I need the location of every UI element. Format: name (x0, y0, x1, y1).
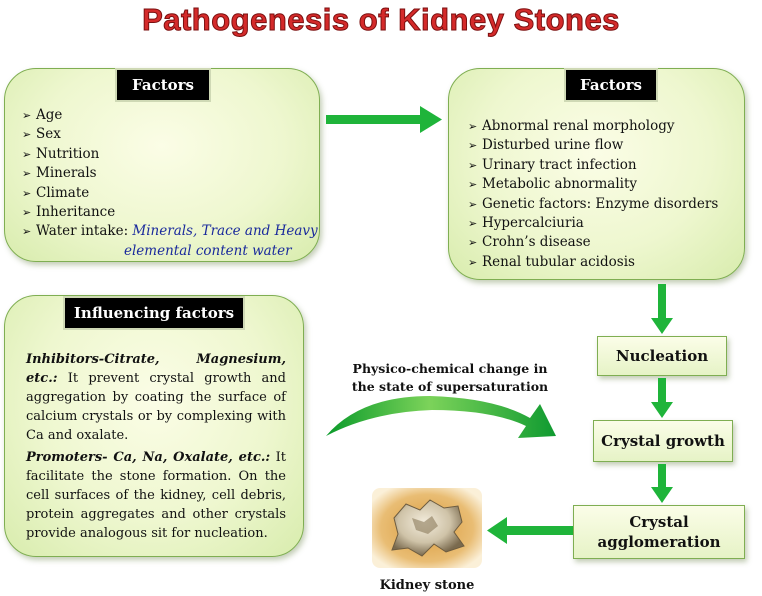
inhibitors-title: Inhibitors-Citrate, Magnesium, etc.: (26, 352, 286, 386)
inhibitors-text: It prevent crystal growth and aggregatio… (26, 371, 286, 443)
bullet-arrow-icon: ➢ (22, 186, 32, 200)
left-factor-item: ➢ Inheritance (22, 203, 318, 222)
left-factor-item: ➢ Climate (22, 184, 318, 203)
right-factor-item: ➢ Renal tubular acidosis (468, 253, 718, 272)
agglomeration-label-line2: agglomeration (597, 533, 721, 551)
left-factors-box (4, 68, 320, 262)
bullet-arrow-icon: ➢ (468, 178, 478, 192)
physico-chemical-line1: Physico-chemical change in (352, 361, 548, 376)
nucleation-box: Nucleation (597, 336, 727, 376)
arrow-agglomeration-to-stone (487, 517, 573, 544)
left-factor-item: ➢ Age (22, 106, 318, 125)
list-item-text: Crohn’s disease (482, 234, 591, 251)
list-item-text: Urinary tract infection (482, 156, 637, 173)
agglomeration-label-line1: Crystal (629, 513, 689, 531)
left-factor-item: ➢ Minerals (22, 164, 318, 183)
right-factor-item: ➢ Crohn’s disease (468, 233, 718, 252)
kidney-stone-graphic (372, 488, 482, 568)
bullet-arrow-icon: ➢ (468, 236, 478, 250)
bullet-arrow-icon: ➢ (22, 128, 32, 142)
promoters-title: Promoters- Ca, Na, Oxalate, etc.: (26, 450, 271, 465)
bullet-arrow-icon: ➢ (22, 206, 32, 220)
list-item-text: Climate (36, 184, 90, 201)
bullet-arrow-icon: ➢ (468, 255, 478, 269)
kidney-stone-caption: Kidney stone (379, 578, 475, 593)
list-item-text: Inheritance (36, 204, 116, 221)
right-factor-item: ➢ Urinary tract infection (468, 156, 718, 175)
physico-chemical-label: Physico-chemical change in the state of … (345, 360, 555, 396)
list-item-text: Metabolic abnormality (482, 176, 638, 193)
right-factor-item: ➢ Disturbed urine flow (468, 136, 718, 155)
list-item-text: Hypercalciuria (482, 215, 584, 232)
right-factor-item: ➢ Hypercalciuria (468, 214, 718, 233)
right-factors-header: Factors (566, 70, 656, 100)
inhibitors-paragraph: Inhibitors-Citrate, Magnesium, etc.: It … (26, 350, 286, 445)
bullet-arrow-icon: ➢ (468, 158, 478, 172)
physico-chemical-line2: the state of supersaturation (351, 379, 549, 394)
list-item-text: Sex (36, 126, 61, 143)
water-note-continuation: elemental content water (22, 242, 318, 261)
kidney-stone-image (372, 488, 482, 568)
list-item-text: Genetic factors: Enzyme disorders (482, 195, 719, 212)
left-factor-item: ➢ Nutrition (22, 145, 318, 164)
water-note-line2: elemental content water (124, 242, 292, 259)
left-factor-item: ➢ Water intake: Minerals, Trace and Heavy (22, 222, 318, 241)
right-factor-item: ➢ Genetic factors: Enzyme disorders (468, 195, 718, 214)
arrow-growth-to-agglomeration (651, 464, 673, 503)
bullet-arrow-icon: ➢ (468, 217, 478, 231)
bullet-arrow-icon: ➢ (468, 197, 478, 211)
promoters-text: It facilitate the stone formation. On th… (26, 450, 286, 541)
list-item-text: Minerals (36, 165, 97, 182)
right-factors-list: ➢ Abnormal renal morphology ➢ Disturbed uri… (468, 117, 718, 272)
list-item-text: Nutrition (36, 145, 100, 162)
left-factors-list: ➢ Age ➢ Sex ➢ Nutrition ➢ Minerals ➢ Climate ➢ Inhe… (22, 106, 318, 261)
bullet-arrow-icon: ➢ (22, 109, 32, 122)
left-factor-item: ➢ Sex (22, 125, 318, 144)
bullet-arrow-icon: ➢ (22, 147, 32, 161)
right-factor-item: ➢ Abnormal renal morphology (468, 117, 718, 136)
right-factor-item: ➢ Metabolic abnormality (468, 175, 718, 194)
arrow-left-to-right-factors (326, 106, 442, 133)
influencing-factors-box (4, 295, 304, 557)
bullet-arrow-icon: ➢ (22, 167, 32, 181)
crystal-growth-label: Crystal growth (601, 432, 725, 450)
arrow-nucleation-to-growth (651, 378, 673, 418)
promoters-paragraph: Promoters- Ca, Na, Oxalate, etc.: It fac… (26, 448, 286, 543)
crystal-growth-box: Crystal growth (593, 420, 733, 462)
influencing-factors-header: Influencing factors (65, 298, 243, 328)
list-item-text: Water intake: (36, 223, 129, 240)
arrow-factors-to-nucleation (651, 284, 673, 334)
list-item-text: Age (36, 107, 63, 123)
bullet-arrow-icon: ➢ (22, 225, 32, 239)
crystal-agglomeration-box: Crystal agglomeration (573, 505, 745, 559)
list-item-text: Disturbed urine flow (482, 137, 624, 154)
right-factors-box (448, 68, 745, 280)
nucleation-label: Nucleation (615, 347, 709, 365)
diagram-title: Pathogenesis of Kidney Stones (142, 2, 620, 38)
water-note-line1: Minerals, Trace and Heavy (128, 223, 318, 240)
list-item-text: Abnormal renal morphology (482, 118, 675, 134)
bullet-arrow-icon: ➢ (468, 139, 478, 153)
left-factors-header: Factors (117, 70, 209, 100)
bullet-arrow-icon: ➢ (468, 120, 478, 133)
list-item-text: Renal tubular acidosis (482, 253, 635, 270)
curved-arrow-influence (326, 396, 556, 438)
